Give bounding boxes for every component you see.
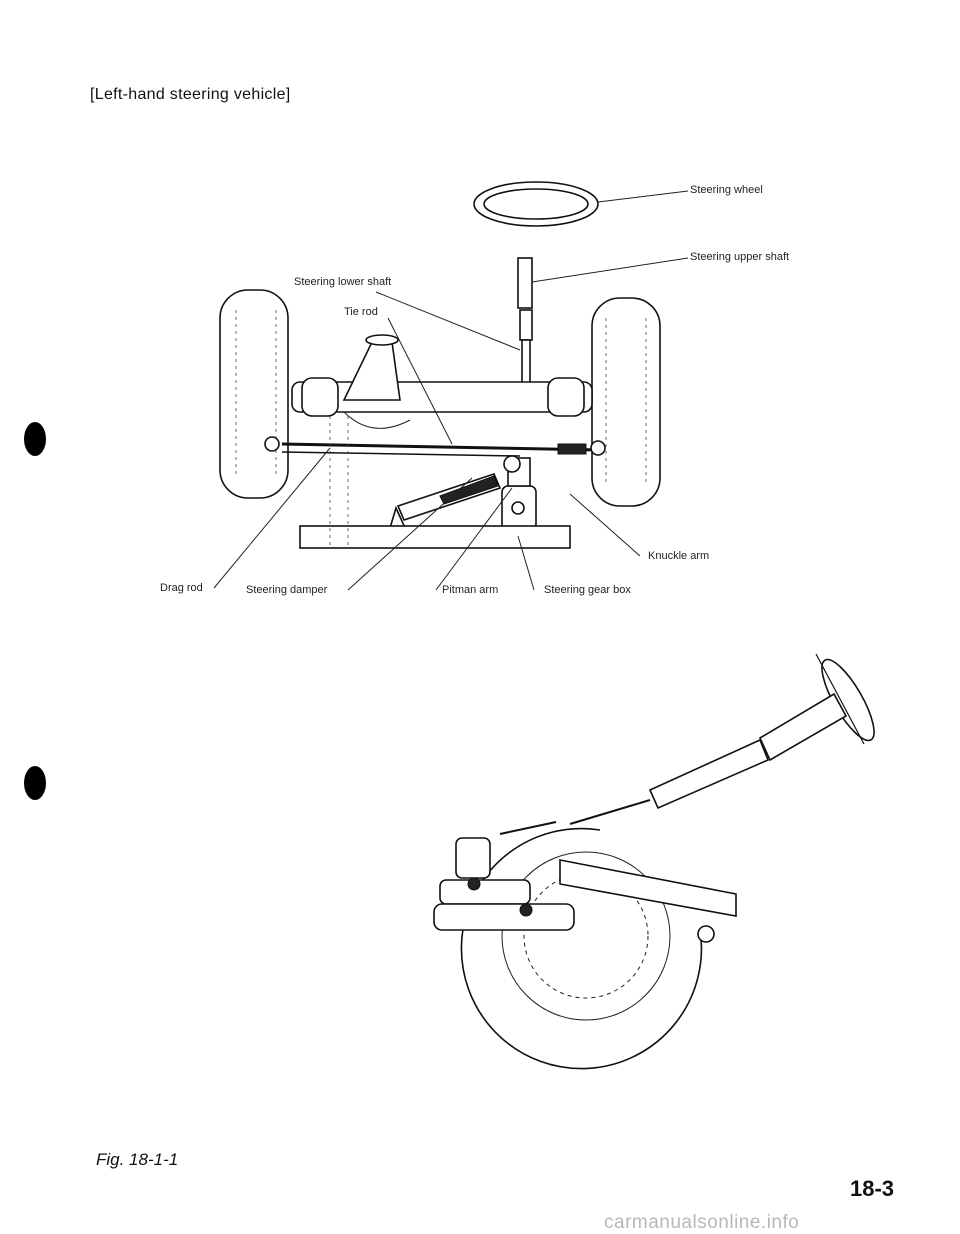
label-steering-wheel: Steering wheel [690, 184, 763, 196]
label-steering-upper-shaft: Steering upper shaft [690, 251, 790, 263]
axle-housing-drawing [291, 334, 593, 429]
binder-hole-bottom [24, 766, 46, 800]
binder-hole-top [24, 422, 46, 456]
label-steering-damper: Steering damper [246, 584, 328, 596]
perspective-steering-diagram [433, 653, 875, 1070]
steering-damper-drawing [388, 473, 502, 531]
steering-wheel-drawing [473, 181, 599, 227]
figure-caption: Fig. 18-1-1 [96, 1150, 179, 1169]
label-knuckle-arm: Knuckle arm [648, 550, 710, 562]
label-drag-rod: Drag rod [160, 582, 203, 594]
page-number: 18-3 [850, 1176, 895, 1201]
right-wheel-drawing [591, 297, 661, 507]
label-pitman-arm: Pitman arm [442, 584, 499, 596]
steering-upper-shaft-drawing [517, 257, 533, 401]
frame-crossmember-drawing [299, 416, 571, 549]
label-steering-gear-box: Steering gear box [544, 584, 631, 596]
leader-lines [213, 190, 689, 591]
label-tie-rod: Tie rod [344, 306, 378, 318]
left-wheel-drawing [219, 289, 289, 499]
steering-gear-box-drawing [501, 455, 537, 531]
tie-rod-drawing [264, 436, 606, 457]
label-steering-lower-shaft: Steering lower shaft [294, 276, 392, 288]
watermark: carmanualsonline.info [604, 1212, 800, 1233]
page-heading: [Left-hand steering vehicle] [90, 86, 291, 103]
